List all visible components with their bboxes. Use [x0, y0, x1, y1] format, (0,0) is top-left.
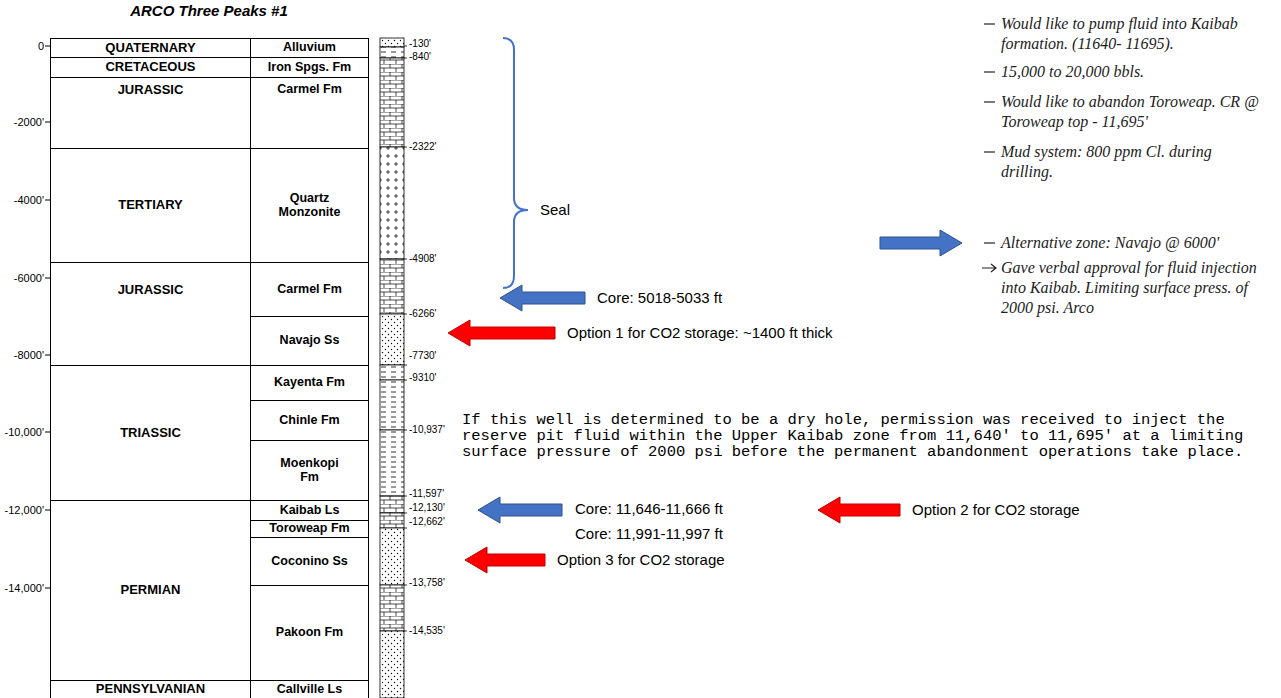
depth-pick: -11,597' — [409, 489, 444, 499]
depth-pick: -840' — [409, 52, 431, 62]
period-cell: PENNSYLVANIAN — [50, 680, 251, 698]
unit-name: Moenkopi Fm — [273, 457, 346, 485]
period-cell: TRIASSIC — [50, 365, 251, 501]
storage-option-label: Option 2 for CO2 storage — [912, 502, 1080, 519]
storage-option-label: Option 3 for CO2 storage — [557, 552, 725, 569]
depth-scale-label: -10,000' — [5, 427, 44, 438]
handwritten-note: Would like to pump fluid into Kaibab for… — [1001, 14, 1266, 54]
depth-pick: -4908' — [409, 254, 437, 264]
pick-ticks — [404, 46, 407, 631]
core-arrow — [478, 497, 562, 523]
unit-name: JURASSIC — [118, 83, 184, 97]
unit-name: Carmel Fm — [277, 83, 342, 97]
note-bullets — [982, 24, 996, 272]
period-cell: CRETACEOUS — [50, 57, 251, 78]
handwritten-note: Would like to abandon Toroweap. CR @ Tor… — [1001, 92, 1266, 132]
core-arrow — [500, 285, 585, 311]
depth-pick: -10,937' — [409, 425, 445, 435]
unit-name: Coconino Ss — [271, 555, 347, 569]
formation-cell: Chinle Fm — [250, 400, 369, 441]
core-label: Core: 5018-5033 ft — [597, 290, 722, 307]
unit-name: PENNSYLVANIAN — [96, 682, 205, 696]
unit-name: Alluvium — [283, 41, 336, 55]
unit-name: Chinle Fm — [279, 414, 339, 428]
formation-cell: Coconino Ss — [250, 537, 369, 586]
unit-name: CRETACEOUS — [105, 60, 195, 74]
depth-pick: -14,535' — [409, 626, 445, 636]
depth-pick: -6266' — [409, 309, 437, 319]
depth-pick: -12,130' — [409, 503, 445, 513]
depth-pick: -12,662' — [409, 517, 445, 527]
formation-cell: Navajo Ss — [250, 316, 369, 366]
pointer-arrow — [880, 230, 962, 256]
unit-name: Callville Ls — [277, 683, 342, 697]
depth-scale-label: -14,000' — [5, 583, 44, 594]
period-cell: JURASSIC — [50, 77, 251, 149]
period-cell: JURASSIC — [50, 262, 251, 366]
storage-arrow — [818, 497, 900, 523]
depth-pick: -13,758' — [409, 578, 445, 588]
formation-cell: Callville Ls — [250, 680, 369, 698]
formation-cell: Iron Spgs. Fm — [250, 57, 369, 78]
unit-name: TERTIARY — [118, 198, 183, 212]
unit-name: QUATERNARY — [105, 41, 195, 55]
seal-bracket — [503, 38, 528, 288]
unit-name: PERMIAN — [121, 583, 181, 597]
formation-cell: Moenkopi Fm — [250, 440, 369, 501]
storage-arrow — [448, 320, 555, 346]
formation-cell: Kaibab Ls — [250, 500, 369, 521]
lithology-column — [380, 38, 404, 698]
unit-name: Kaibab Ls — [280, 504, 340, 518]
handwritten-note: Alternative zone: Navajo @ 6000' — [1001, 233, 1266, 253]
unit-name: Iron Spgs. Fm — [268, 61, 351, 75]
formation-cell: Quartz Monzonite — [250, 148, 369, 263]
chart-title: ARCO Three Peaks #1 — [50, 2, 368, 19]
depth-scale-label: -8000' — [14, 350, 44, 361]
storage-option-label: Option 1 for CO2 storage: ~1400 ft thick — [567, 325, 833, 342]
depth-scale-label: -6000' — [14, 273, 44, 284]
handwritten-note: 15,000 to 20,000 bbls. — [1001, 62, 1266, 82]
typed-note: If this well is determined to be a dry h… — [462, 412, 1272, 460]
storage-arrow — [465, 547, 545, 573]
depth-pick: -9310' — [409, 373, 437, 383]
handwritten-note: Gave verbal approval for fluid injection… — [1001, 258, 1266, 318]
depth-scale-label: 0 — [38, 41, 44, 52]
unit-name: Kayenta Fm — [274, 376, 345, 390]
unit-name: Quartz Monzonite — [267, 192, 352, 220]
depth-pick: -2322' — [409, 142, 437, 152]
formation-cell: Alluvium — [250, 38, 369, 58]
depth-pick: -130' — [409, 39, 431, 49]
formation-cell: Toroweap Fm — [250, 520, 369, 538]
depth-pick: -7730' — [409, 351, 437, 361]
formation-cell: Pakoon Fm — [250, 585, 369, 681]
seal-label: Seal — [540, 202, 570, 219]
formation-cell: Kayenta Fm — [250, 365, 369, 401]
unit-name: Carmel Fm — [277, 283, 342, 297]
unit-name: Toroweap Fm — [269, 522, 349, 536]
core-label: Core: 11,991-11,997 ft — [575, 526, 723, 543]
depth-scale-label: -4000' — [14, 195, 44, 206]
depth-scale-label: -12,000' — [5, 505, 44, 516]
unit-name: JURASSIC — [118, 283, 184, 297]
unit-name: Pakoon Fm — [276, 626, 343, 640]
core-label: Core: 11,646-11,666 ft — [575, 501, 723, 518]
formation-cell: Carmel Fm — [250, 77, 369, 149]
handwritten-note: Mud system: 800 ppm Cl. during drilling. — [1001, 142, 1266, 182]
period-cell: PERMIAN — [50, 500, 251, 681]
period-cell: TERTIARY — [50, 148, 251, 263]
period-cell: QUATERNARY — [50, 38, 251, 58]
unit-name: TRIASSIC — [120, 426, 181, 440]
depth-scale-label: -2000' — [14, 117, 44, 128]
formation-cell: Carmel Fm — [250, 262, 369, 317]
unit-name: Navajo Ss — [280, 334, 340, 348]
